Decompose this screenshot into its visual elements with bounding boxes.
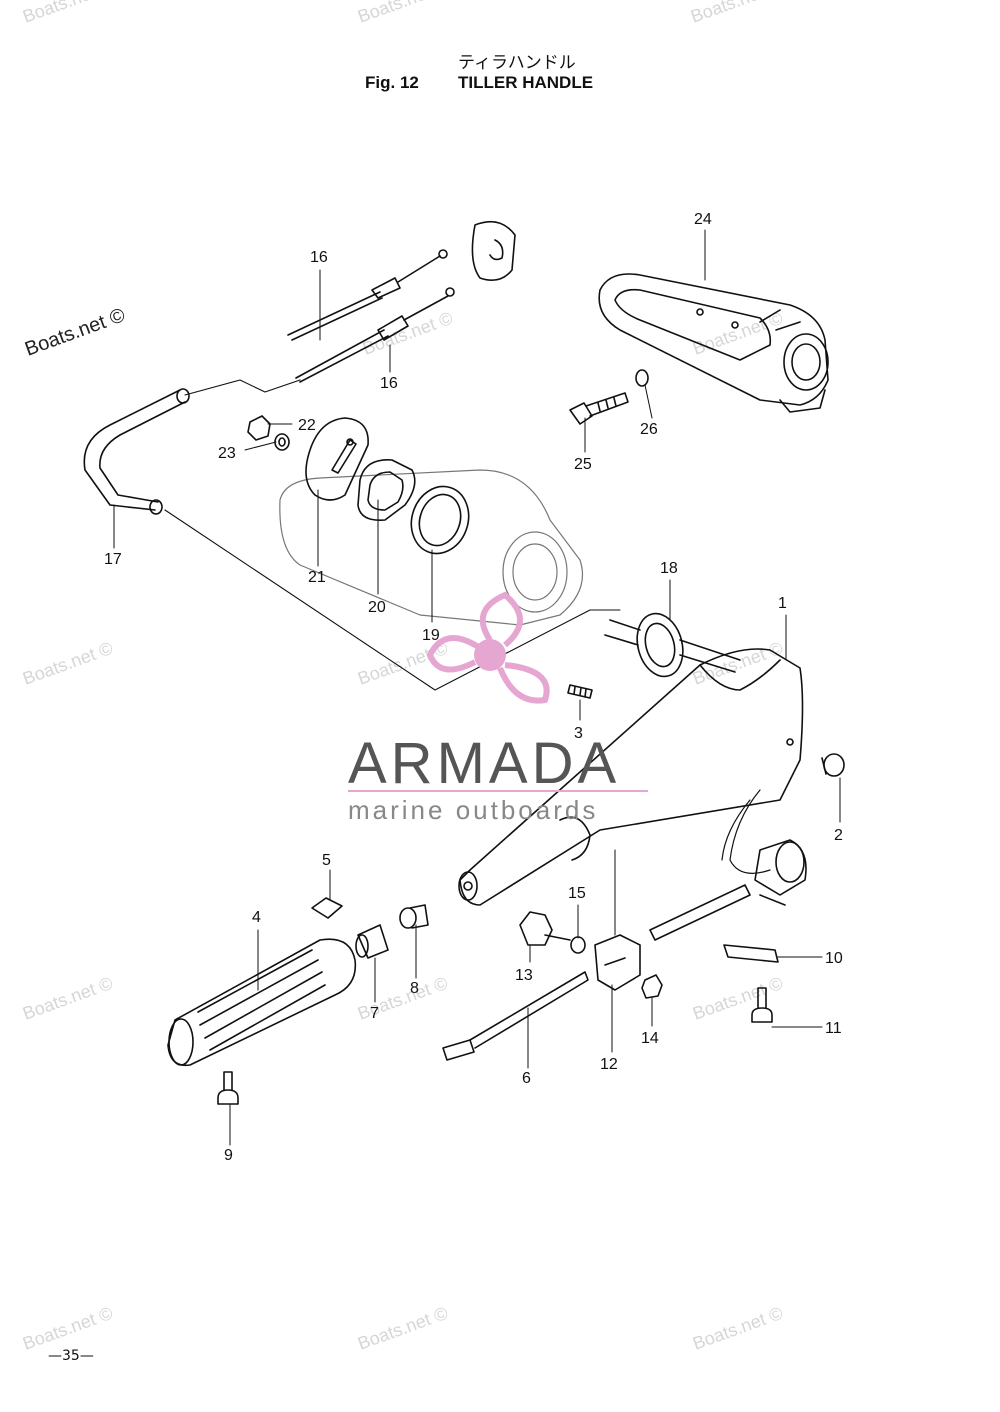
- callout-16b: 16: [380, 375, 398, 392]
- part-25-bolt: [569, 392, 629, 425]
- part-23-washer: [274, 433, 290, 451]
- housing-outline: [279, 469, 584, 626]
- figure-number: Fig. 12: [365, 73, 419, 92]
- part-5-tag: [311, 897, 343, 919]
- part-22-nut: [247, 415, 271, 441]
- callout-18: 18: [660, 560, 678, 577]
- callout-17: 17: [104, 551, 122, 568]
- callout-25: 25: [574, 456, 592, 473]
- switch-assembly: [649, 839, 807, 941]
- part-4-grip: [167, 938, 357, 1067]
- page-number: —35—: [48, 1348, 94, 1364]
- callout-16a: 16: [310, 249, 328, 266]
- brand-divider: [348, 790, 648, 792]
- brand-tagline: marine outboards: [348, 795, 599, 825]
- part-19-gasket: [410, 485, 470, 555]
- part-12-clamp: [594, 934, 641, 991]
- part-8-bushing: [399, 904, 429, 929]
- callout-9: 9: [224, 1147, 233, 1164]
- part-21-plate: [305, 417, 369, 501]
- cable-bracket: [471, 220, 516, 281]
- part-10-plate: [723, 944, 779, 963]
- callout-15: 15: [568, 885, 586, 902]
- part-11-screw: [751, 987, 773, 1023]
- part-17-tube: [83, 388, 190, 515]
- callout-21: 21: [308, 569, 326, 586]
- brand-logo-icon: [426, 591, 550, 704]
- callout-2: 2: [834, 827, 843, 844]
- part-14-nut: [641, 974, 663, 999]
- callout-12: 12: [600, 1056, 618, 1073]
- callout-6: 6: [522, 1070, 531, 1087]
- callout-7: 7: [370, 1005, 379, 1022]
- callout-5: 5: [322, 852, 331, 869]
- part-16-cable-lower: [295, 287, 455, 383]
- part-7-collar: [355, 924, 389, 959]
- part-2-cap: [821, 753, 845, 777]
- callout-13: 13: [515, 967, 533, 984]
- callout-26: 26: [640, 421, 658, 438]
- part-26-washer: [635, 369, 649, 387]
- part-1-tiller-body: [458, 648, 804, 906]
- part-18-grommet: [604, 612, 741, 678]
- part-6-rod: [442, 971, 589, 1061]
- part-24-bracket: [598, 273, 829, 413]
- title-japanese: ティラハンドル: [458, 53, 576, 73]
- part-9-screw: [217, 1071, 239, 1105]
- callout-10: 10: [825, 950, 843, 967]
- callout-24: 24: [694, 211, 712, 228]
- callout-14: 14: [641, 1030, 659, 1047]
- callout-3: 3: [574, 725, 583, 742]
- callout-22: 22: [298, 417, 316, 434]
- callout-23: 23: [218, 445, 236, 462]
- part-3-stud: [567, 684, 593, 699]
- part-16-cable-upper: [287, 249, 448, 341]
- callout-4: 4: [252, 909, 261, 926]
- part-13-knob: [519, 911, 571, 946]
- callout-19: 19: [422, 627, 440, 644]
- brand-name: ARMADA: [348, 731, 621, 796]
- callout-11: 11: [825, 1020, 842, 1037]
- callout-20: 20: [368, 599, 386, 616]
- part-20-gasket: [357, 459, 416, 522]
- callout-8: 8: [410, 980, 419, 997]
- callout-1: 1: [778, 595, 787, 612]
- figure-title: TILLER HANDLE: [458, 73, 594, 92]
- part-15-washer: [570, 936, 586, 954]
